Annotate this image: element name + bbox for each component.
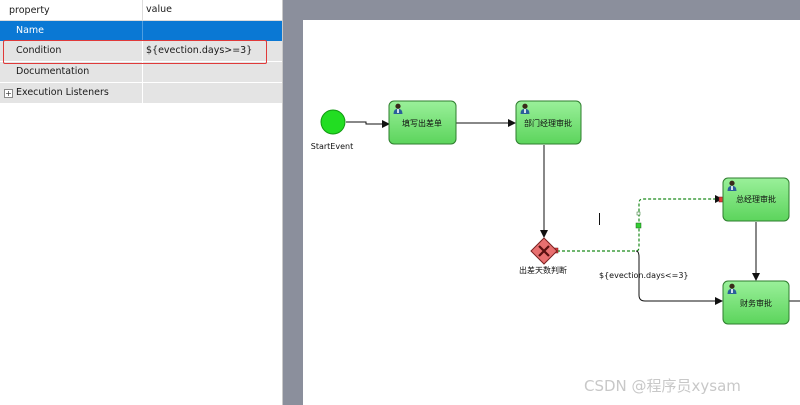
gateway-x-icon bbox=[538, 245, 550, 257]
properties-panel: property value Name Condition ${evection… bbox=[0, 0, 283, 405]
task-general-manager-approval[interactable]: 总经理审批 bbox=[722, 177, 790, 222]
properties-header: property value bbox=[0, 0, 282, 21]
condition-highlight-box bbox=[3, 40, 267, 64]
task-fill-form-label: 填写出差单 bbox=[402, 118, 442, 128]
task-finance-approval-label: 财务审批 bbox=[740, 298, 772, 308]
property-value-condition[interactable]: ${evection.days>=3} bbox=[146, 45, 253, 56]
property-row-condition[interactable]: Condition ${evection.days>=3} bbox=[0, 41, 282, 61]
start-event[interactable]: StartEvent bbox=[311, 109, 353, 151]
flow-handle-mid-1[interactable] bbox=[635, 222, 642, 229]
gateway-label: 出差天数判断 bbox=[519, 265, 567, 275]
watermark: CSDN @程序员xysam bbox=[584, 377, 741, 395]
property-label-documentation: Documentation bbox=[16, 66, 90, 77]
task-general-manager-approval-label: 总经理审批 bbox=[736, 194, 776, 204]
property-label-condition: Condition bbox=[16, 45, 62, 56]
expand-icon[interactable]: + bbox=[4, 89, 13, 98]
property-row-name[interactable]: Name bbox=[0, 21, 282, 41]
task-fill-form[interactable]: 填写出差单 bbox=[388, 100, 457, 145]
flow-handle-mid-2[interactable] bbox=[636, 211, 641, 216]
task-finance-approval[interactable]: 财务审批 bbox=[722, 280, 790, 325]
text-cursor bbox=[599, 213, 600, 225]
flow-condition-label: ${evection.days<=3} bbox=[599, 271, 689, 280]
task-dept-manager-approval-label: 部门经理审批 bbox=[524, 118, 572, 128]
header-value: value bbox=[146, 4, 172, 15]
start-event-label: StartEvent bbox=[311, 142, 353, 151]
property-label-execution-listeners: Execution Listeners bbox=[16, 87, 109, 98]
header-property: property bbox=[9, 5, 50, 16]
flow-start-to-fill bbox=[346, 120, 390, 128]
exclusive-gateway[interactable]: 出差天数判断 bbox=[519, 237, 567, 275]
property-row-execution-listeners[interactable]: + Execution Listeners bbox=[0, 83, 282, 103]
flow-gateway-to-finance bbox=[635, 250, 723, 305]
task-dept-manager-approval[interactable]: 部门经理审批 bbox=[515, 100, 582, 145]
property-label-name: Name bbox=[16, 25, 45, 36]
diagram-page[interactable] bbox=[303, 20, 800, 405]
property-row-documentation[interactable]: Documentation bbox=[0, 62, 282, 82]
